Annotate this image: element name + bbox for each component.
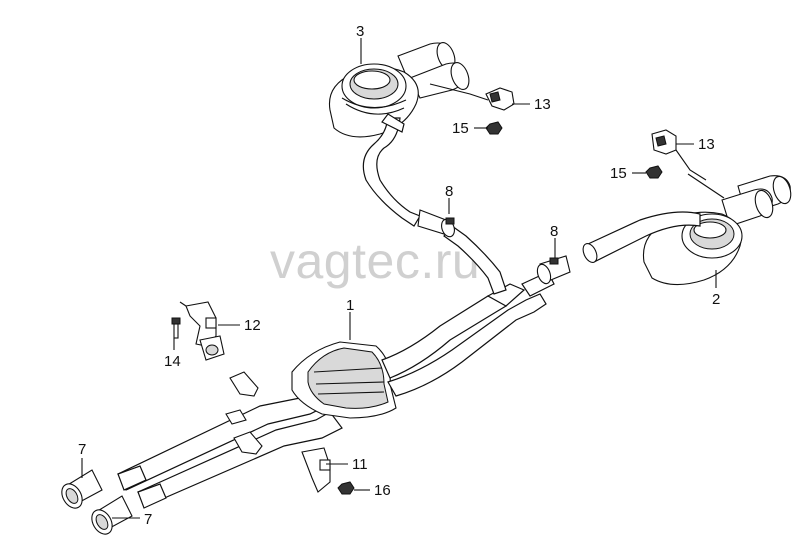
callout-15-left: 15 [452,120,469,137]
callout-12: 12 [244,317,261,334]
callout-15-right: 15 [610,165,627,182]
callout-13-right: 13 [698,136,715,153]
callout-8-upper: 8 [445,183,453,200]
callout-11: 11 [352,456,368,473]
front-pipe-with-center-silencer[interactable] [117,283,547,509]
watermark: vagtec.ru [270,233,480,289]
callout-13-left: 13 [534,96,551,113]
callout-16: 16 [374,482,391,499]
callout-3: 3 [356,23,364,40]
callout-7-lower: 7 [144,511,152,528]
callout-labels: 1 2 3 7 7 8 8 11 12 13 13 14 15 15 16 [78,23,720,528]
nut-15-left[interactable] [485,121,503,135]
bracket-13-right[interactable] [651,129,707,181]
rear-silencer-left[interactable] [328,40,489,138]
intermediate-pipe-left [443,225,507,295]
clamp-8-right[interactable] [535,255,571,285]
clamp-7-upper[interactable] [58,469,103,512]
leader-lines [81,38,717,519]
bolt-14[interactable] [171,317,181,339]
rear-silencer-right[interactable] [580,173,794,286]
callout-7-upper: 7 [78,441,86,458]
rubber-mount-12[interactable] [199,335,225,361]
bracket-11[interactable] [301,447,331,493]
callout-2: 2 [712,291,720,308]
callout-1: 1 [346,297,354,314]
nut-15-right[interactable] [645,165,663,179]
nut-16[interactable] [337,481,355,495]
connecting-pipe-left [362,113,421,227]
callout-8-right: 8 [550,223,558,240]
callout-14: 14 [164,353,181,370]
clamp-7-lower[interactable] [88,495,133,538]
clamp-8-upper[interactable] [417,209,457,239]
bracket-13-left[interactable] [485,87,515,111]
